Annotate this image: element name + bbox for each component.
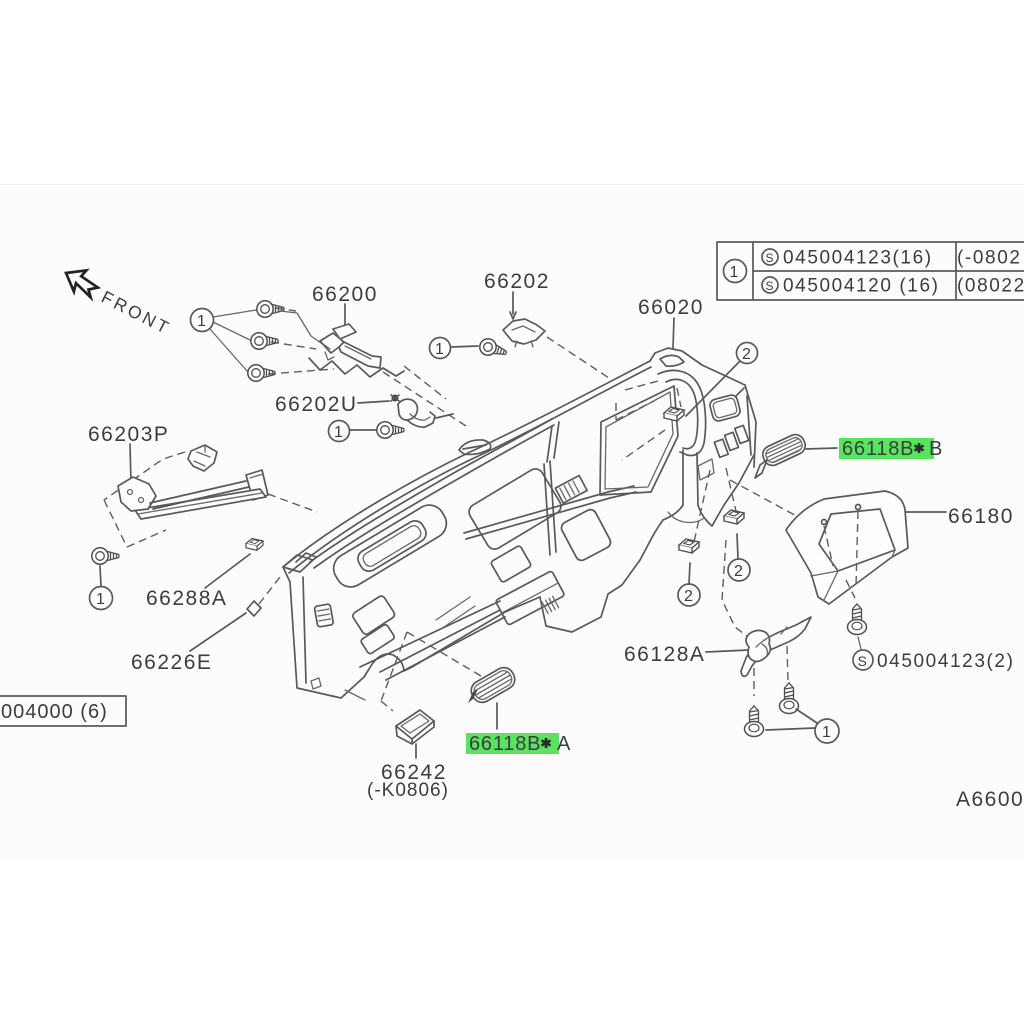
svg-text:1: 1 [334, 424, 343, 441]
svg-text:B: B [929, 438, 942, 460]
svg-text:1: 1 [435, 341, 444, 358]
svg-text:A: A [557, 733, 571, 755]
svg-text:(-K0806): (-K0806) [367, 780, 449, 801]
svg-text:A66001: A66001 [956, 788, 1024, 811]
svg-text:2: 2 [742, 346, 751, 363]
svg-text:66128A: 66128A [624, 643, 705, 666]
svg-text:045004123(2): 045004123(2) [877, 651, 1015, 672]
svg-text:1: 1 [822, 724, 831, 741]
svg-text:2: 2 [684, 588, 693, 605]
svg-text:66288A: 66288A [146, 587, 227, 610]
svg-text:66202U: 66202U [275, 393, 358, 416]
svg-text:66200: 66200 [312, 283, 378, 306]
svg-text:66226E: 66226E [131, 651, 212, 674]
svg-text:S: S [858, 653, 867, 669]
svg-text:66118B: 66118B [842, 438, 914, 460]
svg-text:(08022: (08022 [957, 276, 1024, 297]
svg-text:1: 1 [730, 264, 739, 281]
svg-text:(-0802: (-0802 [957, 248, 1022, 269]
svg-text:S: S [766, 251, 774, 265]
svg-text:004000 (6): 004000 (6) [1, 701, 108, 723]
svg-text:045004123(16): 045004123(16) [783, 248, 933, 269]
svg-text:66242: 66242 [381, 761, 447, 784]
svg-text:1: 1 [96, 591, 105, 608]
svg-text:66020: 66020 [638, 296, 704, 319]
svg-text:1: 1 [197, 313, 206, 330]
svg-text:S: S [766, 279, 774, 293]
svg-text:66180: 66180 [948, 505, 1014, 528]
svg-text:66203P: 66203P [88, 423, 169, 446]
svg-text:66118B: 66118B [469, 733, 541, 755]
svg-text:2: 2 [734, 563, 743, 580]
svg-text:045004120 (16): 045004120 (16) [783, 276, 940, 297]
svg-text:66202: 66202 [484, 270, 550, 293]
